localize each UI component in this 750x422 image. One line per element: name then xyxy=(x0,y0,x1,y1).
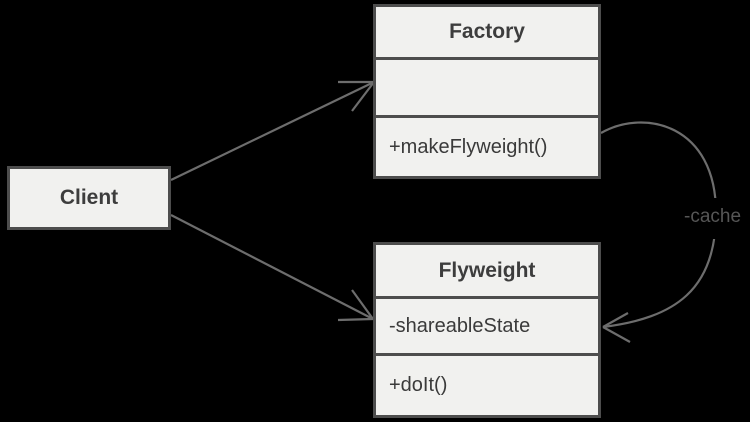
client-to-flyweight-arrowhead-icon xyxy=(337,289,374,322)
class-factory: Factory +makeFlyweight() xyxy=(373,4,601,179)
class-flyweight: Flyweight -shareableState +doIt() xyxy=(373,242,601,418)
class-client: Client xyxy=(7,166,171,230)
client-to-factory-arrowhead-icon xyxy=(338,80,375,112)
client-to-factory-arrow-shaft xyxy=(170,81,375,181)
class-flyweight-method: +doIt() xyxy=(389,374,448,396)
cache-association-label: -cache xyxy=(681,198,744,239)
class-factory-title: Factory xyxy=(376,7,598,60)
class-flyweight-attribute: -shareableState xyxy=(376,299,598,356)
class-factory-method: +makeFlyweight() xyxy=(389,135,548,158)
class-factory-attributes-section xyxy=(376,60,598,118)
class-flyweight-title: Flyweight xyxy=(376,245,598,299)
client-to-flyweight-arrow-shaft xyxy=(170,214,374,320)
factory-to-flyweight-arrowhead-icon xyxy=(602,312,631,343)
class-client-title: Client xyxy=(59,186,119,209)
